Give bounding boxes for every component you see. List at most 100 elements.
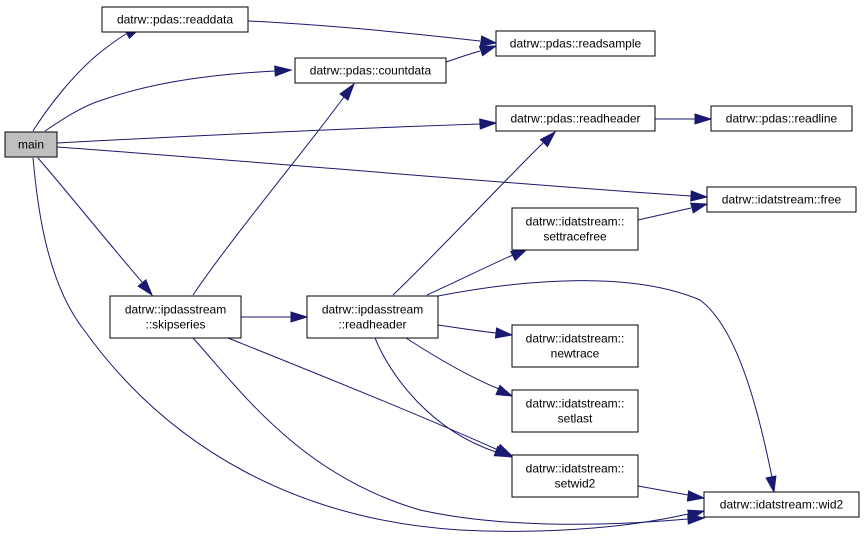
node-label: datrw::idatstream::free (722, 193, 842, 207)
node-readsample[interactable]: datrw::pdas::readsample (495, 30, 656, 57)
node-box (511, 324, 639, 368)
arrowhead (493, 445, 514, 458)
node-label: datrw::pdas::readline (726, 112, 838, 126)
edge-skipseries-to-ipdas-readheader (241, 311, 309, 323)
node-label: datrw::pdas::countdata (310, 64, 432, 78)
edge-main-to-countdata (44, 65, 293, 132)
node-label: main (18, 138, 44, 152)
node-label: datrw::idatstream::wid2 (720, 498, 844, 512)
node-settracefree[interactable]: datrw::idatstream::settracefree (511, 207, 639, 251)
node-readdata[interactable]: datrw::pdas::readdata (101, 6, 249, 33)
edge-ipdas-readheader-to-newtrace (437, 324, 514, 339)
node-setwid2[interactable]: datrw::idatstream::setwid2 (511, 454, 639, 498)
node-countdata[interactable]: datrw::pdas::countdata (294, 57, 447, 84)
edge-ipdas-readheader-to-pdas-readheader (392, 130, 557, 296)
arrowhead (290, 311, 309, 323)
edge-line (56, 123, 481, 144)
node-label: settracefree (543, 230, 607, 244)
node-box (294, 57, 447, 84)
node-box (495, 30, 656, 57)
edge-line (192, 337, 689, 525)
edge-ipdas-readheader-to-settracefree (426, 248, 529, 296)
edge-line (637, 207, 692, 221)
edge-line (426, 254, 514, 296)
edge-main-to-free (56, 146, 709, 202)
edge-ipdas-readheader-to-wid2 (437, 280, 777, 494)
edges-layer (32, 20, 777, 532)
node-free[interactable]: datrw::idatstream::free (706, 186, 857, 213)
node-readline[interactable]: datrw::pdas::readline (710, 105, 853, 132)
edge-countdata-to-readsample (445, 45, 498, 63)
node-skipseries[interactable]: datrw::ipdasstream::skipseries (109, 295, 242, 339)
edge-line (392, 142, 544, 296)
node-ipdas-readheader[interactable]: datrw::ipdasstream::readheader (306, 295, 439, 339)
arrowhead (494, 327, 514, 339)
node-box (511, 207, 639, 251)
node-label: ::skipseries (145, 318, 205, 332)
arrowhead (690, 202, 709, 214)
edge-line (32, 157, 689, 532)
edge-line (44, 70, 276, 132)
node-box (706, 186, 857, 213)
edge-line (437, 324, 497, 334)
edge-ipdas-readheader-to-setlast (405, 337, 514, 397)
edge-ipdas-readheader-to-setwid2 (374, 337, 514, 458)
node-label: datrw::idatstream:: (526, 397, 625, 411)
edge-main-to-readdata (32, 24, 145, 132)
edge-line (437, 280, 773, 478)
edge-setwid2-to-wid2 (637, 485, 706, 502)
node-label: setwid2 (555, 477, 596, 491)
arrowhead (137, 278, 154, 297)
node-box (511, 454, 639, 498)
node-wid2[interactable]: datrw::idatstream::wid2 (703, 491, 860, 518)
node-label: datrw::idatstream:: (526, 332, 625, 346)
nodes-layer: main datrw::pdas::readdatadatrw::pdas::re… (4, 6, 860, 518)
edge-main-to-pdas-readheader (56, 118, 498, 144)
edge-pdas-readheader-to-readline (655, 113, 713, 125)
arrowhead (539, 130, 557, 148)
edge-skipseries-to-countdata (192, 82, 356, 296)
node-main[interactable]: main (4, 131, 58, 158)
node-label: setlast (558, 412, 593, 426)
node-label: datrw::idatstream:: (526, 462, 625, 476)
arrowhead (339, 82, 356, 101)
node-label: datrw::ipdasstream (125, 303, 226, 317)
edge-line (192, 96, 345, 296)
arrowhead (479, 118, 498, 130)
node-box (109, 295, 242, 339)
node-label: datrw::ipdasstream (322, 303, 423, 317)
arrowhead (694, 113, 713, 125)
edge-line (405, 337, 500, 390)
node-label: datrw::pdas::readdata (117, 13, 233, 27)
node-label: datrw::pdas::readheader (510, 112, 640, 126)
edge-main-to-skipseries (37, 157, 154, 297)
edge-skipseries-to-setwid2 (227, 337, 514, 457)
edge-line (32, 33, 127, 132)
edge-line (445, 50, 481, 63)
node-label: newtrace (551, 347, 600, 361)
node-box (710, 105, 853, 132)
node-label: datrw::pdas::readsample (510, 37, 642, 51)
node-label: datrw::idatstream:: (526, 215, 625, 229)
arrowhead (690, 190, 709, 202)
edge-line (227, 337, 499, 451)
edge-readdata-to-readsample (247, 20, 498, 47)
edge-line (247, 20, 481, 42)
arrowhead (687, 513, 706, 525)
node-setlast[interactable]: datrw::idatstream::setlast (511, 389, 639, 433)
node-box (703, 491, 860, 518)
node-box (495, 105, 656, 132)
arrowhead (765, 475, 777, 494)
arrowhead (495, 384, 514, 397)
node-newtrace[interactable]: datrw::idatstream::newtrace (511, 324, 639, 368)
node-label: ::readheader (338, 318, 406, 332)
edge-settracefree-to-free (637, 202, 709, 221)
node-pdas-readheader[interactable]: datrw::pdas::readheader (495, 105, 656, 132)
node-box (4, 131, 58, 158)
arrowhead (478, 45, 498, 57)
arrowhead (479, 35, 498, 47)
arrowhead (510, 248, 529, 262)
edge-skipseries-to-wid2 (192, 337, 706, 525)
arrowhead (686, 490, 706, 502)
